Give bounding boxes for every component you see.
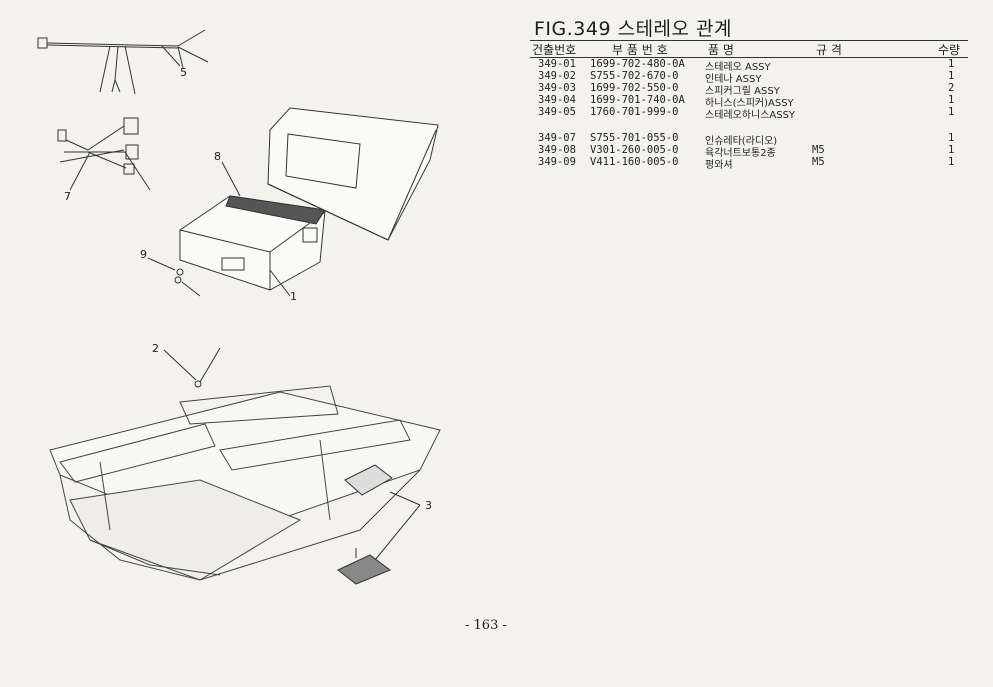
figure-title: FIG.349 스테레오 관계 [534,18,733,40]
parts-table-header: 건출번호 부 품 번 호 품 명 규 격 수량 [530,40,968,58]
header-part: 부 품 번 호 [612,43,668,57]
cell-part: S755-701-055-0 [590,132,679,144]
callout-1: 1 [290,290,297,303]
callout-5: 7 [64,190,71,203]
cell-qty: 2 [948,82,955,94]
speaker-grill-drawing [337,464,393,585]
header-spec: 규 격 [816,43,842,57]
header-qty: 수량 [938,43,961,57]
cell-no: 349-08 [538,144,576,156]
cell-name: 인테나 ASSY [705,74,762,85]
roof-frame-drawing [49,385,441,581]
cell-no: 349-03 [538,82,576,94]
antenna-drawing [194,347,221,388]
stereo-unit-drawing [179,195,326,291]
table-row: 349-01 1699-702-480-0A 스테레오 ASSY 1 [530,58,968,73]
table-row: 349-07 S755-701-055-0 인슈레타(라디오) 1 [530,132,968,147]
table-row: 349-03 1699-702-550-0 스피커그릴 ASSY 2 [530,82,968,97]
table-row: 349-08 V301-260-005-0 육각너트보통2종 M5 1 [530,144,968,159]
cell-name: 인슈레타(라디오) [705,136,778,147]
cell-qty: 1 [948,106,955,118]
table-row: 349-02 S755-702-670-0 인테나 ASSY 1 [530,70,968,85]
cell-qty: 1 [948,144,955,156]
cell-name: 평와셔 [705,160,733,171]
cell-qty: 1 [948,94,955,106]
cell-no: 349-07 [538,132,576,144]
cell-no: 349-09 [538,156,576,168]
callout-8: 9 [140,248,147,261]
cell-part: V301-260-005-0 [590,144,679,156]
cell-spec: M5 [812,156,825,168]
table-row: 349-09 V411-160-005-0 평와셔 M5 1 [530,156,968,171]
cell-qty: 1 [948,58,955,70]
callout-3: 3 [425,499,432,512]
cell-part: V411-160-005-0 [590,156,679,168]
header-no: 건출번호 [532,43,577,57]
cell-no: 349-02 [538,70,576,82]
cell-no: 349-04 [538,94,576,106]
cell-part: 1699-701-740-0A [590,94,685,106]
table-row: 349-05 1760-701-999-0 스테레오하니스ASSY 1 [530,106,968,121]
cell-name: 스테레오하니스ASSY [705,110,796,121]
cell-part: 1699-702-550-0 [590,82,679,94]
harness-4-drawing [37,29,209,95]
callout-7: 8 [214,150,221,163]
cell-name: 육각너트보통2종 [705,148,776,159]
cell-name: 하니스(스피커)ASSY [705,98,794,109]
page-number: - 163 - [465,618,507,633]
cell-name: 스테레오 ASSY [705,62,771,73]
bezel-panel-drawing [267,107,439,241]
cell-part: 1760-701-999-0 [590,106,679,118]
callout-2: 2 [152,342,159,355]
cell-no: 349-01 [538,58,576,70]
callout-4: 5 [180,66,187,79]
cell-part: S755-702-670-0 [590,70,679,82]
cell-qty: 1 [948,132,955,144]
cell-spec: M5 [812,144,825,156]
cell-qty: 1 [948,156,955,168]
cell-part: 1699-702-480-0A [590,58,685,70]
cell-qty: 1 [948,70,955,82]
cell-name: 스피커그릴 ASSY [705,86,780,97]
harness-5-drawing [57,117,139,175]
table-row: 349-04 1699-701-740-0A 하니스(스피커)ASSY 1 [530,94,968,109]
header-name: 품 명 [708,43,734,57]
cell-no: 349-05 [538,106,576,118]
